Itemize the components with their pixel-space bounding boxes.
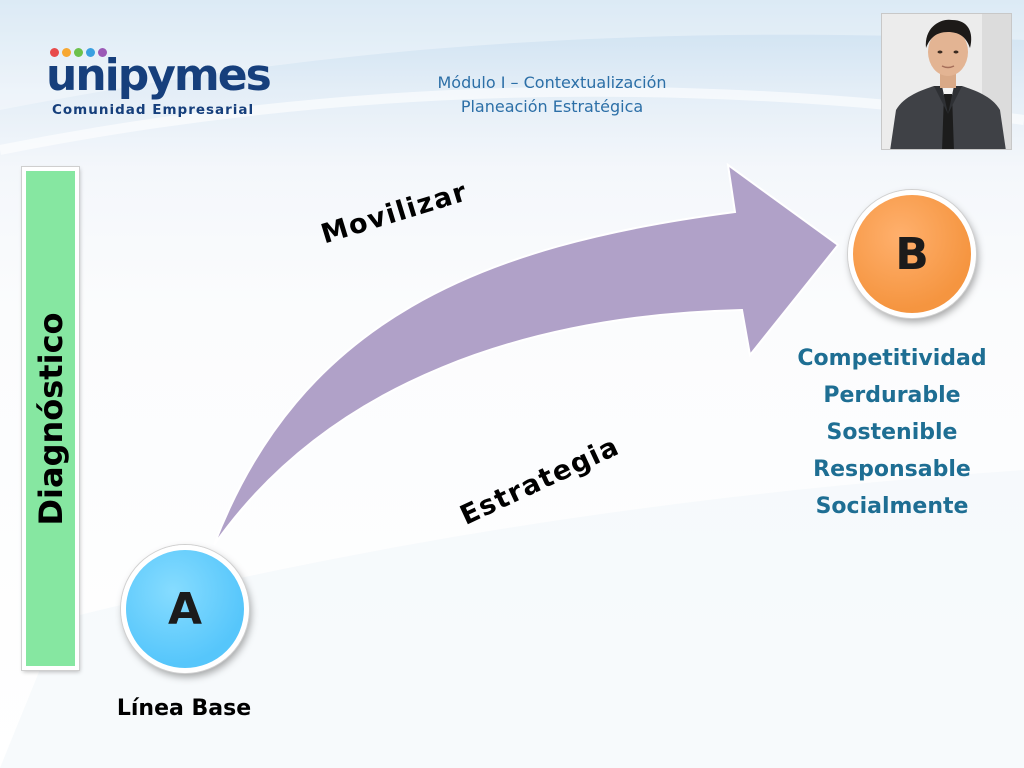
point-b-letter: B: [895, 228, 929, 280]
logo-dot: [74, 48, 83, 57]
point-a-letter: A: [167, 583, 203, 635]
point-a-circle: A: [121, 545, 249, 673]
attribute-item: Competitividad: [797, 346, 987, 371]
logo-dot: [50, 48, 59, 57]
point-b-attributes: Competitividad Perdurable Sostenible Res…: [780, 340, 1004, 525]
presenter-portrait-icon: [882, 14, 1011, 149]
linea-base-caption: Línea Base: [116, 696, 252, 721]
attribute-item: Perdurable: [823, 383, 961, 408]
module-title: Módulo I – Contextualización: [437, 73, 667, 92]
logo-tagline: Comunidad Empresarial: [52, 102, 255, 118]
arrow-body: [213, 162, 840, 546]
module-subtitle: Planeación Estratégica: [460, 97, 644, 116]
diagnostico-bar: Diagnóstico: [22, 167, 79, 670]
diagnostico-label: Diagnóstico: [31, 311, 70, 526]
attribute-item: Responsable: [813, 457, 971, 482]
presenter-photo: [881, 13, 1012, 150]
slide-header: Módulo I – Contextualización Planeación …: [360, 71, 744, 119]
attribute-item: Socialmente: [815, 494, 969, 519]
attribute-item: Sostenible: [826, 420, 958, 445]
logo-dot: [86, 48, 95, 57]
logo-dots: [50, 48, 110, 60]
logo-dot: [98, 48, 107, 57]
logo-dot: [62, 48, 71, 57]
logo-wordmark: unipymes: [46, 50, 272, 101]
point-b-circle: B: [848, 190, 976, 318]
